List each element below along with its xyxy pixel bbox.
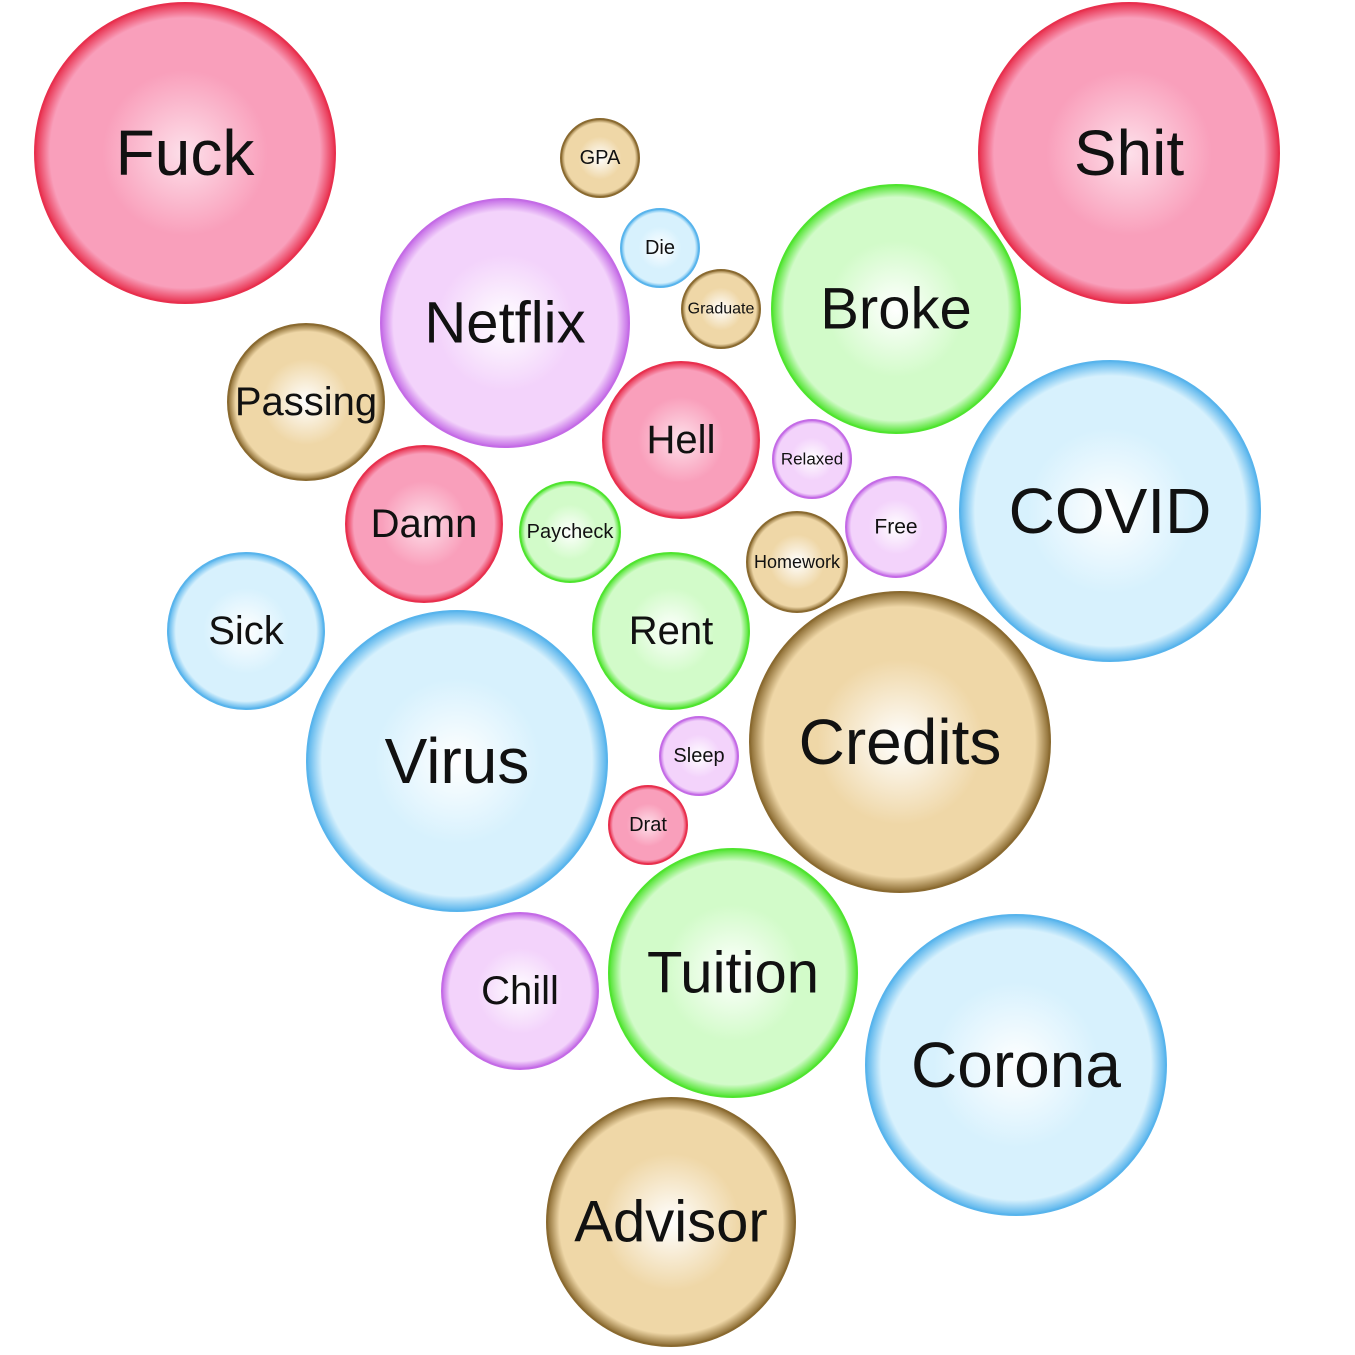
bubble-circle-broke xyxy=(771,184,1021,434)
bubble-label-gpa: GPA xyxy=(580,147,621,169)
bubble-circle-chill xyxy=(441,912,599,1070)
bubble-label-netflix: Netflix xyxy=(424,291,585,356)
bubble-hell: Hell xyxy=(602,361,760,519)
bubble-circle-drat xyxy=(608,785,688,865)
bubble-label-credits: Credits xyxy=(799,706,1002,778)
bubble-rent: Rent xyxy=(592,552,750,710)
bubble-label-free: Free xyxy=(874,516,917,539)
bubble-circle-hell xyxy=(602,361,760,519)
bubble-broke: Broke xyxy=(771,184,1021,434)
bubble-circle-free xyxy=(845,476,947,578)
bubble-circle-corona xyxy=(865,914,1167,1216)
bubble-circle-relaxed xyxy=(772,419,852,499)
bubble-sleep: Sleep xyxy=(659,716,739,796)
bubble-label-graduate: Graduate xyxy=(688,301,755,318)
bubble-label-fuck: Fuck xyxy=(116,117,256,189)
bubble-circle-shit xyxy=(978,2,1280,304)
bubble-relaxed: Relaxed xyxy=(772,419,852,499)
bubble-die: Die xyxy=(620,208,700,288)
bubble-gpa: GPA xyxy=(560,118,640,198)
bubble-label-passing: Passing xyxy=(235,380,377,424)
bubble-label-damn: Damn xyxy=(371,502,478,546)
bubble-label-covid: COVID xyxy=(1009,475,1212,547)
bubble-tuition: Tuition xyxy=(608,848,858,1098)
bubble-circle-graduate xyxy=(681,269,761,349)
bubble-damn: Damn xyxy=(345,445,503,603)
bubble-paycheck: Paycheck xyxy=(519,481,621,583)
bubble-drat: Drat xyxy=(608,785,688,865)
bubble-chill: Chill xyxy=(441,912,599,1070)
bubble-label-advisor: Advisor xyxy=(574,1190,767,1255)
bubble-sick: Sick xyxy=(167,552,325,710)
bubble-free: Free xyxy=(845,476,947,578)
bubble-circle-credits xyxy=(749,591,1051,893)
bubble-circle-passing xyxy=(227,323,385,481)
bubble-label-homework: Homework xyxy=(754,552,841,572)
bubble-label-virus: Virus xyxy=(385,725,530,797)
bubble-label-corona: Corona xyxy=(911,1029,1121,1101)
bubble-circle-advisor xyxy=(546,1097,796,1347)
bubble-label-rent: Rent xyxy=(629,609,714,653)
bubble-circle-gpa xyxy=(560,118,640,198)
bubble-shit: Shit xyxy=(978,2,1280,304)
bubble-homework: Homework xyxy=(746,511,848,613)
bubble-circle-covid xyxy=(959,360,1261,662)
bubble-circle-netflix xyxy=(380,198,630,448)
bubble-netflix: Netflix xyxy=(380,198,630,448)
bubble-circle-sick xyxy=(167,552,325,710)
bubble-label-paycheck: Paycheck xyxy=(527,521,615,543)
bubble-circle-fuck xyxy=(34,2,336,304)
bubble-circle-damn xyxy=(345,445,503,603)
bubble-label-broke: Broke xyxy=(820,277,972,342)
bubble-circle-die xyxy=(620,208,700,288)
bubble-label-sick: Sick xyxy=(208,609,285,653)
bubble-circle-tuition xyxy=(608,848,858,1098)
bubble-passing: Passing xyxy=(227,323,385,481)
bubble-virus: Virus xyxy=(306,610,608,912)
bubble-graduate: Graduate xyxy=(681,269,761,349)
bubble-advisor: Advisor xyxy=(546,1097,796,1347)
bubble-corona: Corona xyxy=(865,914,1167,1216)
bubble-circle-homework xyxy=(746,511,848,613)
bubble-label-tuition: Tuition xyxy=(647,941,819,1006)
bubble-label-drat: Drat xyxy=(629,814,667,836)
bubble-covid: COVID xyxy=(959,360,1261,662)
bubble-fuck: Fuck xyxy=(34,2,336,304)
bubble-label-relaxed: Relaxed xyxy=(781,450,843,469)
bubble-circle-sleep xyxy=(659,716,739,796)
bubble-circle-virus xyxy=(306,610,608,912)
bubble-label-sleep: Sleep xyxy=(673,745,724,767)
bubble-label-hell: Hell xyxy=(647,418,716,462)
bubble-label-shit: Shit xyxy=(1074,117,1185,189)
bubble-label-chill: Chill xyxy=(481,969,559,1013)
bubble-circle-paycheck xyxy=(519,481,621,583)
bubble-circle-rent xyxy=(592,552,750,710)
bubble-credits: Credits xyxy=(749,591,1051,893)
bubble-label-die: Die xyxy=(645,237,675,259)
